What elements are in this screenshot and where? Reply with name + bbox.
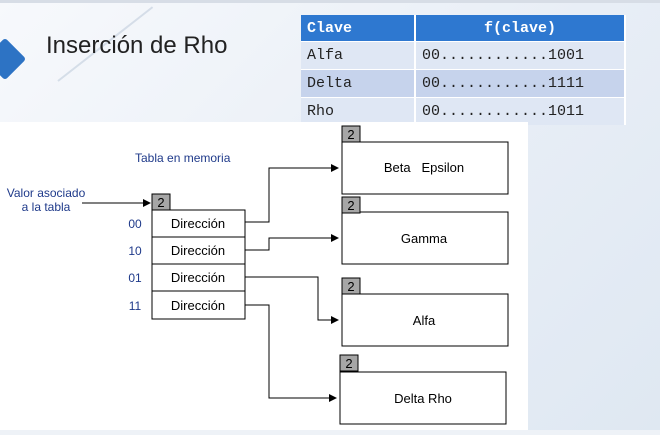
local-depth-value: 2 bbox=[347, 127, 354, 142]
directory-cell-label: Dirección bbox=[171, 270, 225, 285]
header-clave: Clave bbox=[301, 15, 416, 42]
local-depth-box bbox=[341, 277, 361, 295]
local-depth-value: 2 bbox=[345, 356, 352, 371]
directory-index: 11 bbox=[129, 299, 142, 313]
pointer-arrow-01 bbox=[245, 276, 339, 324]
diagram-svg: Tabla en memoria Valor asociado a la tab… bbox=[7, 125, 509, 425]
table-row: Delta 00............1111 bbox=[301, 69, 626, 98]
directory: Dirección 00 Dirección 10 Dirección 01 D… bbox=[128, 209, 246, 320]
bucket-box bbox=[341, 293, 509, 347]
cell-hash: 00............1111 bbox=[415, 69, 626, 98]
local-depth-value: 2 bbox=[347, 198, 354, 213]
table-header-row: Clave f(clave) bbox=[301, 15, 626, 42]
bucket-gamma: 2 Gamma bbox=[341, 196, 509, 265]
bucket-beta-epsilon: 2 Beta Epsilon bbox=[341, 125, 509, 195]
table-row: Alfa 00............1001 bbox=[301, 41, 626, 70]
slide-title: Inserción de Rho bbox=[46, 32, 228, 59]
bucket-content: Gamma bbox=[401, 231, 448, 246]
bucket-alfa: 2 Alfa bbox=[341, 277, 509, 347]
directory-index: 10 bbox=[128, 244, 142, 258]
bucket-delta-rho: 2 Delta Rho bbox=[339, 354, 507, 425]
directory-index: 01 bbox=[128, 271, 142, 285]
directory-cell-label: Dirección bbox=[171, 216, 225, 231]
bucket-content: Alfa bbox=[413, 313, 436, 328]
associated-value-label-line2: a la tabla bbox=[22, 200, 71, 214]
associated-value-label-line1: Valor asociado bbox=[7, 186, 86, 200]
table-row: Rho 00............1011 bbox=[301, 97, 626, 125]
cell-key: Rho bbox=[301, 97, 416, 125]
directory-cell-label: Dirección bbox=[171, 243, 225, 258]
local-depth-box bbox=[341, 196, 361, 214]
cell-key: Delta bbox=[301, 69, 416, 98]
extendible-hash-diagram: Tabla en memoria Valor asociado a la tab… bbox=[0, 122, 528, 430]
bucket-content: Delta Rho bbox=[394, 391, 452, 406]
cell-hash: 00............1011 bbox=[415, 97, 626, 125]
pointer-arrow-11 bbox=[245, 304, 337, 402]
pointer-arrow-10 bbox=[245, 234, 339, 251]
memory-label: Tabla en memoria bbox=[135, 151, 231, 165]
directory-index: 00 bbox=[128, 217, 142, 231]
global-depth-value: 2 bbox=[157, 195, 164, 210]
top-divider bbox=[0, 0, 660, 3]
bucket-box bbox=[341, 211, 509, 265]
cell-key: Alfa bbox=[301, 41, 416, 70]
local-depth-box bbox=[339, 354, 359, 372]
directory-cell-label: Dirección bbox=[171, 298, 225, 313]
hash-table: Clave f(clave) Alfa 00............1001 D… bbox=[301, 15, 626, 125]
directory-cell bbox=[151, 209, 246, 238]
header-fclave: f(clave) bbox=[415, 15, 626, 42]
cell-hash: 00............1001 bbox=[415, 41, 626, 70]
local-depth-value: 2 bbox=[347, 279, 354, 294]
local-depth-box bbox=[341, 125, 361, 143]
bucket-box bbox=[341, 141, 509, 195]
bucket-content: Beta Epsilon bbox=[384, 160, 464, 175]
bucket-box bbox=[339, 371, 507, 425]
pointer-arrow-00 bbox=[245, 164, 339, 223]
